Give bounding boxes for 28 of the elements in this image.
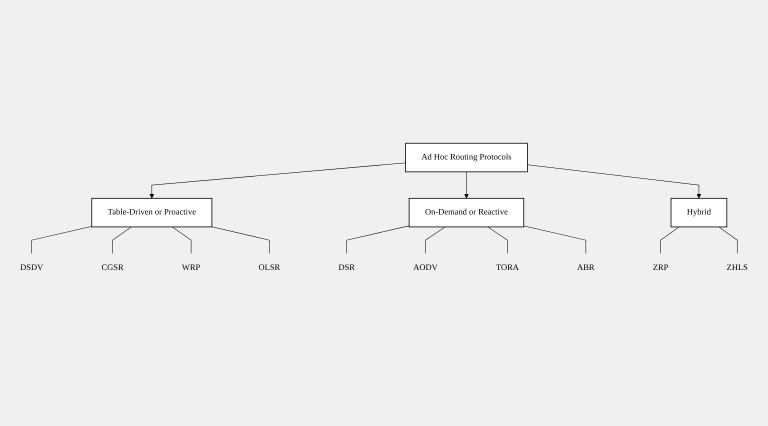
connector [660,227,680,254]
connector [487,227,508,254]
node-text: DSR [338,263,355,272]
node-text: ZHLS [726,263,748,272]
node-text: DSDV [20,263,44,272]
connector [346,226,410,254]
arrow [527,164,702,199]
connector [523,226,586,254]
node-text: TORA [496,263,519,272]
arrow [150,162,406,199]
connector [718,227,738,254]
node-box [670,198,728,228]
arrow [464,172,469,199]
connector [172,227,192,254]
connector [212,226,270,254]
node-text: AODV [413,263,438,272]
tree-diagram: Ad Hoc Routing Protocols Table-Driven or Proactive On-Demand or Reactive Hybrid DSDV CGSR WRP OLSR DSR AODV TORA ABR ZRP ZHLS [0,139,768,287]
connector [425,227,446,254]
node-text: OLSR [258,263,280,272]
node-box [405,143,528,173]
node-text: CGSR [102,263,124,272]
node-box [408,198,524,228]
connector [112,227,132,254]
node-text: ZRP [652,263,668,272]
node-text: WRP [182,263,200,272]
node-text: ABR [577,263,595,272]
node-box [91,198,212,228]
connector [31,226,92,254]
